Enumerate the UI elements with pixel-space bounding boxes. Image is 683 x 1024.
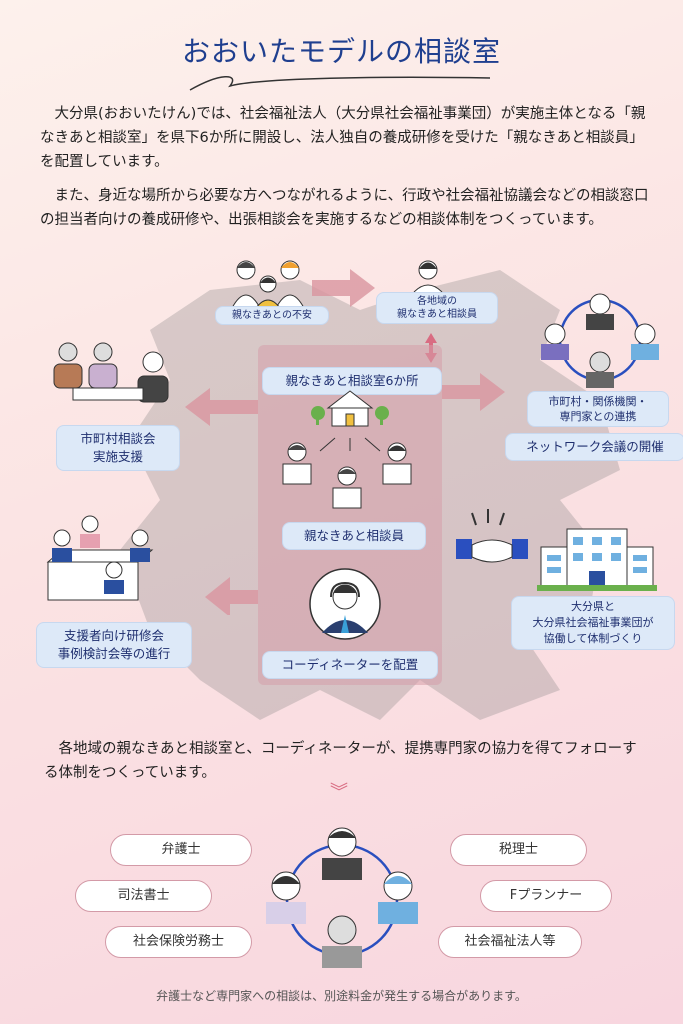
worry-label: 親なきあとの不安 — [215, 306, 329, 325]
network-people-icon — [541, 293, 659, 388]
office-building-icon — [537, 528, 657, 591]
training-label: 支援者向け研修会 事例検討会等の進行 — [36, 622, 192, 668]
expert-judicial-scrivener: 司法書士 — [75, 880, 212, 912]
network-meeting-label: ネットワーク会議の開催 — [505, 433, 683, 461]
intro-paragraph-1: 大分県(おおいたけん)では、社会福祉法人（大分県社会福祉事業団）が実施主体となる… — [40, 106, 646, 170]
regional-counselor-label: 各地域の 親なきあと相談員 — [376, 292, 498, 324]
page-title: おおいたモデルの相談室 — [181, 35, 501, 68]
network-link-label: 市町村・関係機関・ 専門家との連携 — [527, 391, 669, 427]
training-session-icon — [46, 515, 154, 601]
municipal-support-label: 市町村相談会 実施支援 — [56, 425, 180, 471]
municipal-meeting-icon — [53, 342, 169, 403]
handshake-icon — [456, 509, 528, 563]
counselor-group-icon — [282, 442, 412, 509]
expert-lawyer: 弁護士 — [110, 834, 252, 866]
house-and-counselors-icon — [311, 390, 389, 452]
coordinator-headset-icon — [309, 568, 381, 640]
expert-tax-accountant: 税理士 — [450, 834, 587, 866]
expert-labor-consultant: 社会保険労務士 — [105, 926, 252, 958]
counselors-label: 親なきあと相談員 — [282, 522, 426, 550]
title-underline-decoration — [189, 75, 491, 91]
footnote: 弁護士など専門家への相談は、別途料金が発生する場合があります。 — [156, 989, 527, 1003]
expert-financial-planner: Fプランナー — [480, 880, 612, 912]
expert-group-icon — [266, 827, 418, 968]
chevron-down-icon: ︾ — [330, 782, 348, 803]
intro-paragraph-2: また、身近な場所から必要な方へつながれるように、行政や社会福祉協議会などの相談窓… — [40, 188, 649, 228]
expert-social-welfare-corporation: 社会福祉法人等 — [438, 926, 582, 958]
coordinator-label: コーディネーターを配置 — [262, 651, 438, 679]
regional-counselor-icon — [413, 260, 443, 292]
diagram-arrows — [185, 269, 505, 615]
summary-text: 各地域の親なきあと相談室と、コーディネーターが、提携専門家の協力を得てフォローす… — [44, 741, 637, 781]
family-worry-icon — [231, 260, 305, 308]
cooperation-label: 大分県と 大分県社会福祉事業団が 協働して体制づくり — [511, 596, 675, 650]
